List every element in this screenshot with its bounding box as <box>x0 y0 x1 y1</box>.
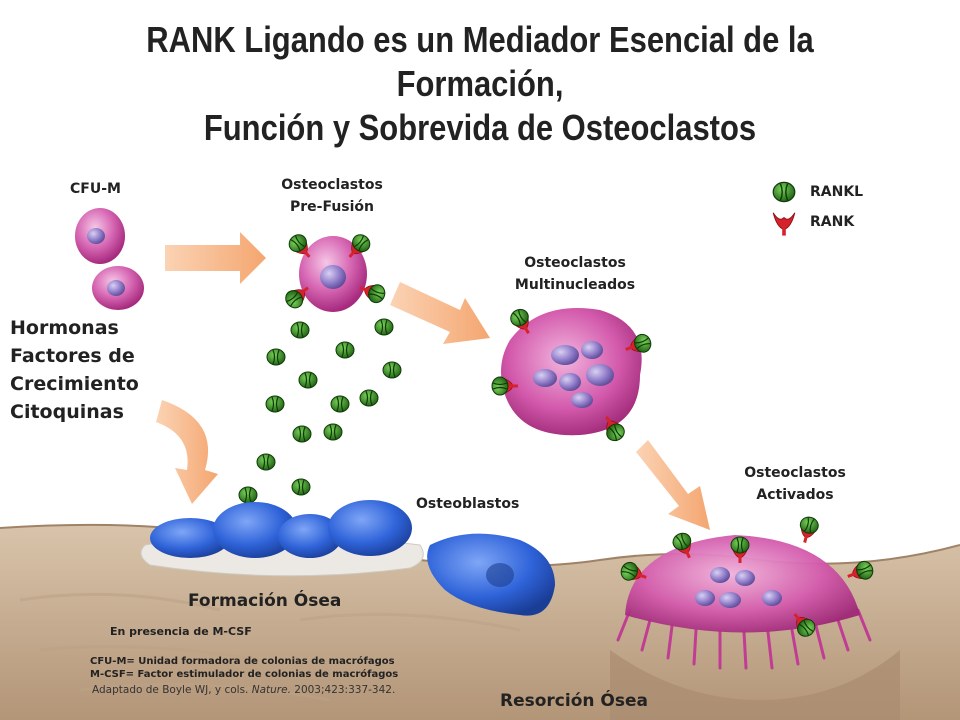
citation: Adaptado de Boyle WJ, y cols. Nature. 20… <box>92 684 396 696</box>
multinucleated-osteoclast <box>492 306 653 444</box>
footnote-cfu-m: CFU-M= Unidad formadora de colonias de m… <box>90 656 395 667</box>
resorption-pit <box>610 650 900 720</box>
arrow-multinucleated-to-activated <box>636 440 710 530</box>
title-line-1: RANK Ligando es un Mediador Esencial de … <box>146 19 814 104</box>
page-title: RANK Ligando es un Mediador Esencial de … <box>67 18 893 150</box>
free-rankl-cluster <box>238 318 402 504</box>
prefusion-osteoclast <box>282 231 387 312</box>
label-osteoblasts: Osteoblastos <box>416 496 520 512</box>
label-bone-formation: Formación Ósea <box>188 591 342 611</box>
label-factors: Hormonas Factores de Crecimiento Citoqui… <box>10 317 139 423</box>
label-prefusion: Osteoclastos Pre-Fusión <box>281 177 383 215</box>
cfu-m-cell-2 <box>92 266 144 310</box>
footnote-mcsf: M-CSF= Factor estimulador de colonias de… <box>90 669 399 680</box>
cfu-m-cell-1 <box>75 208 125 264</box>
label-mcsf-presence: En presencia de M-CSF <box>110 625 252 638</box>
bone-texture <box>19 592 521 702</box>
activated-osteoclast <box>616 515 875 670</box>
arrow-prefusion-to-multinucleated <box>390 282 490 344</box>
legend-rankl-icon <box>772 181 796 203</box>
osteoblast-layer <box>140 500 555 616</box>
label-multinucleated: Osteoclastos Multinucleados <box>514 255 636 293</box>
arrow-cfu-to-prefusion <box>165 232 266 284</box>
title-line-2: Función y Sobrevida de Osteoclastos <box>203 107 757 148</box>
label-bone-resorption: Resorción Ósea <box>500 691 648 711</box>
legend-rank-label: RANK <box>810 214 855 230</box>
arrow-factors-to-osteoblasts <box>156 400 218 504</box>
legend-rank-icon <box>772 212 796 237</box>
label-activated: Osteoclastos Activados <box>744 465 846 503</box>
label-cfu-m: CFU-M <box>70 181 121 197</box>
legend-rankl-label: RANKL <box>810 184 864 200</box>
